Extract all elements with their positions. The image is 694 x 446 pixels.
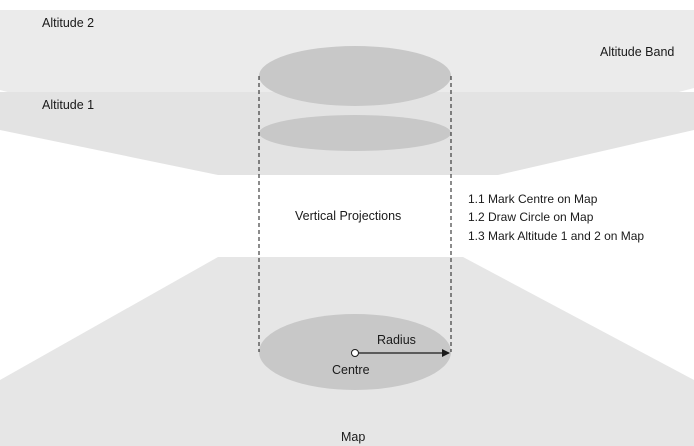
step-1: 1.1 Mark Centre on Map <box>468 192 598 206</box>
altitude-1-disc <box>259 115 451 151</box>
step-2: 1.2 Draw Circle on Map <box>468 210 594 224</box>
centre-marker <box>351 349 359 357</box>
altitude-band-label: Altitude Band <box>600 45 674 59</box>
centre-label: Centre <box>332 363 370 377</box>
radius-label: Radius <box>377 333 416 347</box>
altitude-1-label: Altitude 1 <box>42 98 94 112</box>
altitude-2-disc <box>259 46 451 106</box>
vertical-projections-label: Vertical Projections <box>295 209 401 223</box>
map-label: Map <box>341 430 365 444</box>
step-3: 1.3 Mark Altitude 1 and 2 on Map <box>468 229 644 243</box>
altitude-2-label: Altitude 2 <box>42 16 94 30</box>
